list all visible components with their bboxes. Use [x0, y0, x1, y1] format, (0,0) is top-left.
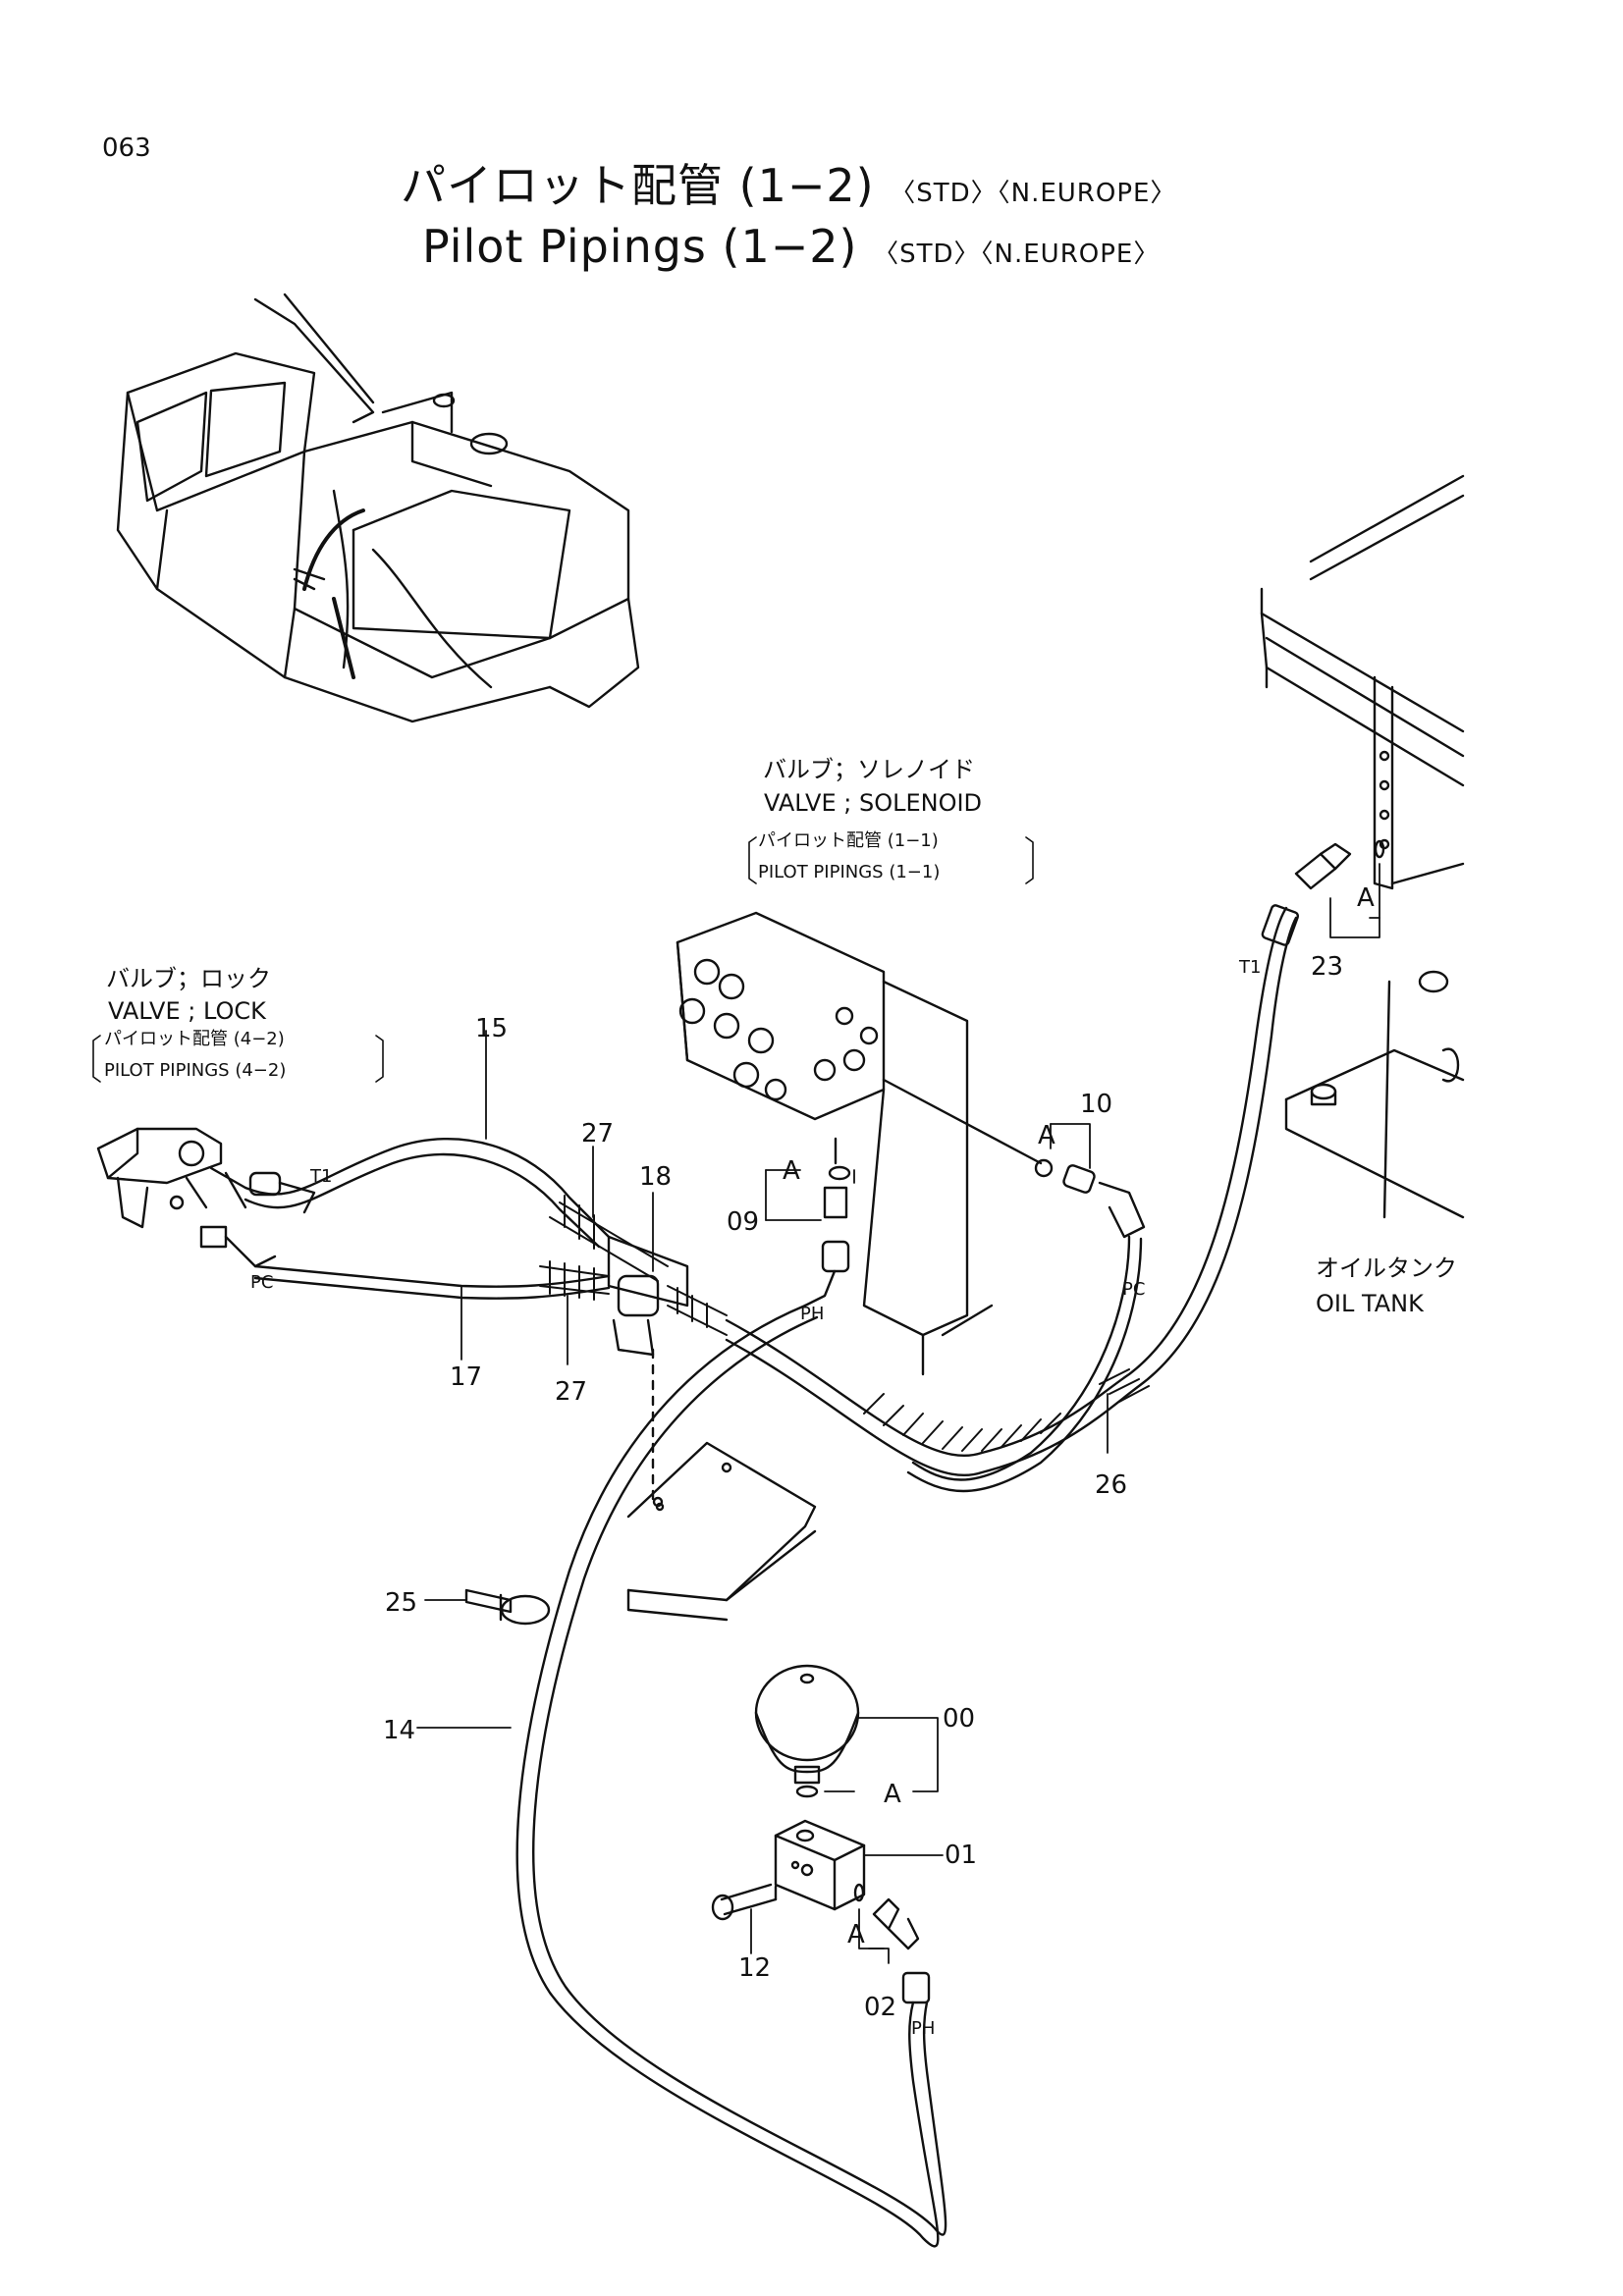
part-number-17: 17 [450, 1362, 483, 1392]
title-japanese: パイロット配管 (1−2) 〈STD〉〈N.EUROPE〉 [401, 163, 1176, 208]
o-ring-label-a-00: A [884, 1780, 901, 1809]
part-number-25: 25 [385, 1588, 418, 1618]
spiral-guards [539, 1195, 728, 1336]
title-jp-tags: 〈STD〉〈N.EUROPE〉 [890, 179, 1177, 208]
part-number-18: 18 [639, 1162, 673, 1192]
hose-17 [253, 1264, 611, 1288]
manifold-block-icon [774, 1819, 866, 1911]
port-label-t1-left: T1 [310, 1166, 333, 1187]
hose-15 [243, 1137, 611, 1239]
part-number-00: 00 [943, 1704, 976, 1734]
hose-pc-right [911, 1235, 1131, 1481]
part-number-10: 10 [1080, 1090, 1113, 1119]
title-en-tags: 〈STD〉〈N.EUROPE〉 [873, 240, 1161, 269]
solenoid-valve-label-jp: バルブ；ソレノイド [763, 756, 975, 783]
hose-26 [725, 906, 1288, 1457]
solenoid-valve-ref-jp: パイロット配管 (1−1) [758, 830, 939, 851]
lock-valve-ref-en: PILOT PIPINGS (4−2) [104, 1060, 287, 1081]
part-number-27-upper: 27 [581, 1119, 615, 1148]
oil-tank-label-jp: オイルタンク [1316, 1255, 1457, 1282]
fitting-02 [853, 1883, 931, 2004]
lock-valve-label-jp: バルブ；ロック [106, 965, 271, 992]
solenoid-valve-icon [676, 911, 994, 1376]
o-ring-label-a-09: A [783, 1156, 800, 1186]
page-number: 063 [102, 133, 151, 163]
port-label-ph-bottom: PH [911, 2018, 936, 2039]
part-number-26: 26 [1095, 1470, 1128, 1500]
solenoid-valve-ref-en: PILOT PIPINGS (1−1) [758, 862, 941, 882]
title-en-text: Pilot Pipings (1−2) [422, 220, 858, 273]
part-number-14: 14 [383, 1716, 416, 1745]
fitting-09 [803, 1137, 851, 1308]
part-number-23: 23 [1311, 952, 1344, 982]
port-label-pc-right: PC [1122, 1279, 1146, 1300]
lock-valve-label-en: VALVE ; LOCK [108, 997, 266, 1025]
lock-valve-ref-jp: パイロット配管 (4−2) [104, 1029, 285, 1049]
frame-plate [626, 1348, 817, 1622]
fittings-lock-valve [199, 1171, 316, 1268]
title-english: Pilot Pipings (1−2) 〈STD〉〈N.EUROPE〉 [422, 224, 1160, 269]
o-ring-label-a-10: A [1038, 1121, 1055, 1150]
port-label-pc-left: PC [250, 1272, 274, 1293]
part-number-02: 02 [864, 1993, 897, 2022]
solenoid-valve-label-en: VALVE ; SOLENOID [764, 789, 983, 817]
oil-tank-icon [1260, 474, 1465, 1219]
bolt-12 [711, 1883, 778, 1921]
part-number-15: 15 [475, 1014, 509, 1043]
title-jp-text: パイロット配管 (1−2) [401, 159, 875, 212]
lock-valve-icon [96, 1127, 247, 1229]
clamp-18 [607, 1235, 689, 1357]
part-number-09: 09 [727, 1207, 760, 1237]
accumulator-icon [754, 1664, 860, 1798]
part-number-27-lower: 27 [555, 1377, 588, 1407]
hose-14 [515, 1304, 940, 2248]
part-number-01: 01 [945, 1841, 978, 1870]
port-label-ph-center: PH [800, 1304, 825, 1324]
oil-tank-label-en: OIL TANK [1316, 1290, 1424, 1317]
part-number-12: 12 [738, 1953, 772, 1983]
leader-lines [416, 863, 1380, 1964]
fitting-23 [1261, 839, 1385, 946]
o-ring-label-a-23: A [1357, 883, 1375, 913]
o-ring-label-a-02: A [847, 1920, 865, 1949]
fitting-10 [1034, 1158, 1146, 1239]
port-label-t1-right: T1 [1239, 957, 1262, 978]
excavator-overview-icon [116, 293, 640, 723]
reference-brackets [92, 836, 1034, 1083]
clamp-25 [464, 1588, 551, 1626]
